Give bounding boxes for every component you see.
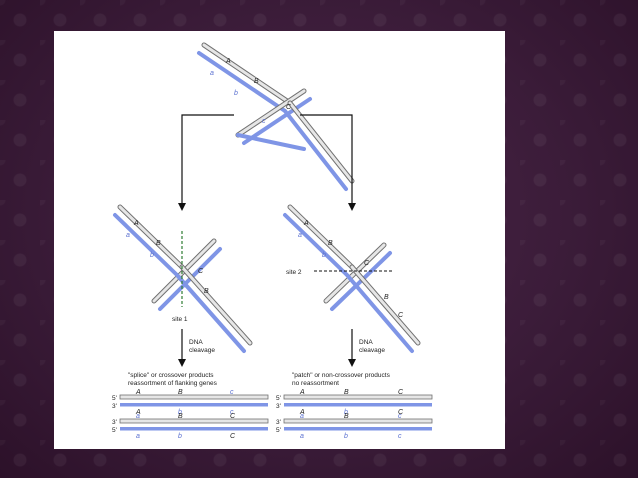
svg-text:5': 5' <box>112 395 117 402</box>
svg-text:b: b <box>344 409 348 416</box>
svg-text:a: a <box>136 433 140 440</box>
svg-text:B: B <box>178 389 183 396</box>
left-cleavage-line1: DNA <box>189 339 203 346</box>
top-label-A: A <box>225 58 231 65</box>
left-caption-line2: reassortment of flanking genes <box>128 380 218 387</box>
svg-text:C: C <box>198 268 204 275</box>
svg-text:b: b <box>150 252 154 259</box>
right-caption-line2: no reassortment <box>292 380 339 387</box>
svg-text:C: C <box>398 409 404 416</box>
diagram-panel: A B C a b c <box>54 31 505 449</box>
svg-text:a: a <box>298 232 302 239</box>
top-label-b: b <box>234 90 238 97</box>
svg-text:5': 5' <box>276 427 281 434</box>
svg-text:B: B <box>178 413 183 420</box>
svg-text:B: B <box>328 240 333 247</box>
svg-text:C: C <box>364 260 370 267</box>
svg-text:b: b <box>322 252 326 259</box>
left-arrow-head <box>178 203 186 211</box>
right-products: 5' 3' A B C A b C 3' 5' a B c a b c <box>276 389 433 440</box>
svg-text:C: C <box>230 433 236 440</box>
svg-text:c: c <box>230 409 234 416</box>
svg-text:B: B <box>156 240 161 247</box>
top-label-c: c <box>262 118 266 125</box>
svg-text:A: A <box>135 409 141 416</box>
svg-text:A: A <box>133 220 139 227</box>
left-cleavage-arrow <box>178 359 186 367</box>
right-junction: A B C a b B C site 2 <box>283 204 421 353</box>
svg-text:a: a <box>300 413 304 420</box>
holliday-junction-diagram: A B C a b c <box>112 42 433 440</box>
top-label-B: B <box>254 78 259 85</box>
svg-text:B: B <box>344 389 349 396</box>
top-label-a: a <box>210 70 214 77</box>
svg-text:C: C <box>230 413 236 420</box>
branch-arrows <box>181 114 353 207</box>
svg-text:C: C <box>398 389 404 396</box>
svg-text:a: a <box>126 232 130 239</box>
svg-text:5': 5' <box>276 395 281 402</box>
svg-text:B: B <box>344 413 349 420</box>
svg-text:A: A <box>303 220 309 227</box>
svg-text:C: C <box>398 312 404 319</box>
svg-text:A: A <box>299 389 305 396</box>
site2-label: site 2 <box>286 269 302 276</box>
left-cleavage-line2: cleavage <box>189 347 215 354</box>
right-arrow-head <box>348 203 356 211</box>
svg-text:5': 5' <box>112 427 117 434</box>
top-label-C: C <box>286 104 292 111</box>
svg-text:b: b <box>178 409 182 416</box>
left-junction: A B C a b B site 1 <box>113 204 253 353</box>
left-products: 5' 3' A B c A b c 3' 5' a B C a b C <box>112 389 269 440</box>
right-cleavage-arrow <box>348 359 356 367</box>
svg-text:b: b <box>344 433 348 440</box>
svg-text:a: a <box>300 433 304 440</box>
svg-text:c: c <box>398 413 402 420</box>
right-cleavage-line2: cleavage <box>359 347 385 354</box>
svg-text:3': 3' <box>112 403 117 410</box>
svg-text:3': 3' <box>276 403 281 410</box>
svg-text:A: A <box>135 389 141 396</box>
svg-text:B: B <box>204 288 209 295</box>
svg-text:c: c <box>398 433 402 440</box>
svg-text:A: A <box>299 409 305 416</box>
svg-text:b: b <box>178 433 182 440</box>
svg-text:c: c <box>230 389 234 396</box>
svg-text:3': 3' <box>276 419 281 426</box>
top-junction: A B C a b c <box>197 42 355 191</box>
site1-label: site 1 <box>172 316 188 323</box>
svg-text:a: a <box>136 413 140 420</box>
right-cleavage-line1: DNA <box>359 339 373 346</box>
right-caption-line1: "patch" or non-crossover products <box>292 372 391 379</box>
left-caption-line1: "splice" or crossover products <box>128 372 214 379</box>
svg-text:B: B <box>384 294 389 301</box>
svg-text:3': 3' <box>112 419 117 426</box>
